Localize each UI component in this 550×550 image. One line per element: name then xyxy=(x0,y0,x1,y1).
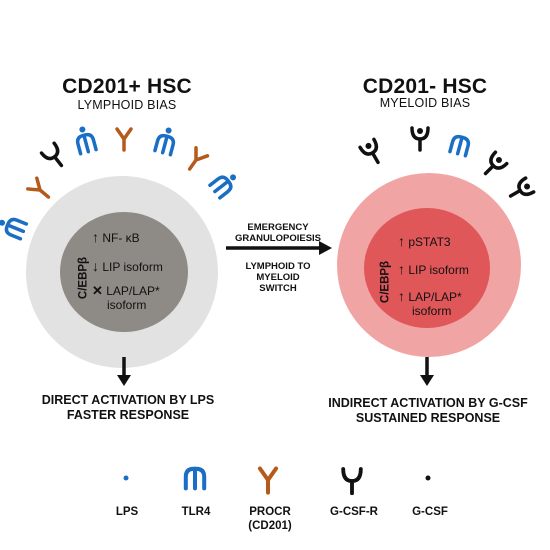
center-bottom-line2: MYELOID xyxy=(256,272,300,283)
switch-arrow xyxy=(226,241,332,255)
up-arrow-icon: ↑ xyxy=(398,233,405,249)
down-arrow-icon: ↓ xyxy=(92,258,99,274)
center-top-line1: EMERGENCY xyxy=(247,222,309,233)
left-row2-text: LIP isoform xyxy=(102,260,163,274)
tlr4-receptor-icon xyxy=(448,133,472,158)
legend-procr-label: PROCR xyxy=(249,506,291,518)
right-row3: ↑ LAP/LAP* xyxy=(398,288,462,304)
center-bottom-line1: LYMPHOID TO xyxy=(245,261,311,272)
right-row3-text-line1: LAP/LAP* xyxy=(408,290,462,304)
gcsfr-receptor-icon xyxy=(504,176,536,205)
left-row3-text-line1: LAP/LAP* xyxy=(106,284,160,298)
right-outcome-line2: SUSTAINED RESPONSE xyxy=(355,411,501,425)
cross-icon: ✕ xyxy=(92,283,103,298)
left-cebpb-label: C/EBPβ xyxy=(77,256,90,300)
legend-gcsfr-label: G-CSF-R xyxy=(330,506,378,518)
left-row1: ↑ NF- κB xyxy=(92,229,140,245)
right-row3-text-line2: isoform xyxy=(412,304,452,318)
legend-procr-sublabel: (CD201) xyxy=(248,520,292,532)
left-cell-nucleus xyxy=(60,212,188,332)
tlr4-receptor-icon xyxy=(72,122,98,156)
left-row3-text-line2: isoform xyxy=(107,298,147,312)
left-outcome-line2: FASTER RESPONSE xyxy=(66,408,190,422)
gcsf-legend-icon xyxy=(425,475,431,481)
up-arrow-icon: ↑ xyxy=(398,261,405,277)
procr-receptor-icon xyxy=(26,176,55,205)
tlr4-receptor-icon xyxy=(208,167,243,200)
right-title: CD201- HSC xyxy=(362,75,488,98)
tlr4-receptor-icon xyxy=(153,123,179,157)
procr-receptor-icon xyxy=(182,146,210,175)
lps-legend-icon xyxy=(123,475,129,481)
legend-tlr4-label: TLR4 xyxy=(181,506,211,518)
right-row1-text: pSTAT3 xyxy=(408,235,451,249)
left-cell xyxy=(26,176,218,368)
right-row1: ↑ pSTAT3 xyxy=(398,233,451,249)
gcsfr-receptor-icon xyxy=(478,150,509,181)
gcsfr-receptor-icon xyxy=(39,141,70,173)
right-cebpb-label: C/EBPβ xyxy=(379,260,392,304)
left-outcome-line1: DIRECT ACTIVATION BY LPS xyxy=(41,393,215,407)
left-row2: ↓ LIP isoform xyxy=(92,258,163,274)
up-arrow-icon: ↑ xyxy=(398,288,405,304)
tlr4-legend-icon xyxy=(186,469,204,489)
gcsfr-receptor-icon xyxy=(410,126,430,152)
right-subtitle: MYELOID BIAS xyxy=(379,96,471,110)
left-title: CD201+ HSC xyxy=(62,75,192,98)
legend-lps-label: LPS xyxy=(115,506,139,518)
right-outcome-line1: INDIRECT ACTIVATION BY G-CSF xyxy=(328,396,528,410)
left-row3: ✕ LAP/LAP* xyxy=(92,284,160,298)
legend-icons xyxy=(123,467,431,496)
procr-receptor-icon xyxy=(115,127,133,152)
right-cell-nucleus xyxy=(364,208,490,328)
procr-legend-icon xyxy=(260,469,276,493)
left-down-arrow xyxy=(117,357,131,386)
right-row2-text: LIP isoform xyxy=(408,263,469,277)
right-row2: ↑ LIP isoform xyxy=(398,261,469,277)
right-cell xyxy=(337,173,521,357)
up-arrow-icon: ↑ xyxy=(92,229,99,245)
center-bottom-line3: SWITCH xyxy=(259,283,297,294)
gcsfr-receptor-icon xyxy=(358,137,387,169)
legend-gcsf-label: G-CSF xyxy=(412,506,448,518)
left-row1-text: NF- κB xyxy=(102,231,140,245)
left-subtitle: LYMPHOID BIAS xyxy=(77,98,177,112)
right-down-arrow xyxy=(420,357,434,386)
gcsfr-legend-icon xyxy=(341,467,363,496)
tlr4-receptor-icon xyxy=(0,212,29,241)
center-top-line2: GRANULOPOIESIS xyxy=(234,233,322,244)
